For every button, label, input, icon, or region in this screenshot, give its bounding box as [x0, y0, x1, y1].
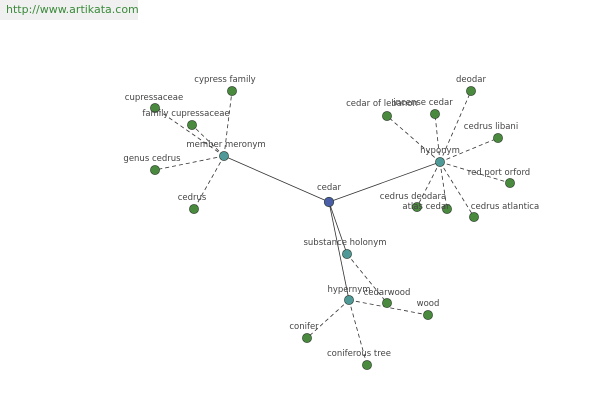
- graph-nodes: [150, 86, 515, 370]
- edge-hyponym-deodar: [439, 90, 472, 163]
- node-cedar[interactable]: [323, 196, 335, 208]
- node-substance-holonym[interactable]: [342, 249, 352, 259]
- node-hypernym[interactable]: [344, 295, 354, 305]
- node-deodar[interactable]: [466, 86, 476, 96]
- edge-hyponym-cedrus-atlantica: [439, 161, 475, 218]
- edge-member-meronym-genus-cedrus: [154, 155, 225, 171]
- label-incense-cedar: incense cedar: [393, 98, 453, 108]
- edge-hyponym-incense-cedar: [434, 113, 441, 163]
- node-cedarwood[interactable]: [382, 298, 392, 308]
- graph-labels: cypress family cupressaceae family cupress…: [123, 75, 539, 359]
- label-hypernym: hypernym: [327, 285, 370, 295]
- edge-hypernym-coniferous-tree: [348, 299, 368, 366]
- edge-member-meronym-cupressaceae: [154, 107, 225, 157]
- node-cedrus-atlantica[interactable]: [469, 212, 479, 222]
- edge-substance-holonym-cedarwood: [346, 253, 388, 304]
- label-genus-cedrus: genus cedrus: [123, 154, 181, 164]
- label-conifer: conifer: [289, 322, 319, 332]
- graph-edges: [154, 90, 511, 366]
- edge-hypernym-conifer: [306, 299, 350, 339]
- node-genus-cedrus[interactable]: [150, 165, 160, 175]
- node-red-port-orford[interactable]: [505, 178, 515, 188]
- label-substance-holonym: substance holonym: [303, 238, 386, 248]
- watermark-url: http://www.artikata.com: [6, 3, 139, 16]
- label-hyponym: hyponym: [420, 146, 460, 156]
- edge-cedar-hyponym: [328, 161, 441, 203]
- node-incense-cedar[interactable]: [430, 109, 440, 119]
- label-red-port-orford: red port orford: [468, 168, 530, 178]
- edge-hyponym-cedrus-libani: [439, 137, 499, 163]
- label-deodar: deodar: [456, 75, 486, 85]
- label-atlas-cedar: atlas cedar: [402, 202, 450, 212]
- label-family-cupressaceae: family cupressaceae: [142, 109, 229, 119]
- label-coniferous-tree: coniferous tree: [327, 349, 391, 359]
- node-member-meronym[interactable]: [219, 151, 229, 161]
- node-atlas-cedar[interactable]: [442, 204, 452, 214]
- label-cedar-of-lebanon: cedar of lebanon: [346, 99, 418, 109]
- node-family-cupressaceae[interactable]: [187, 120, 197, 130]
- edge-member-meronym-family-cupressaceae: [191, 124, 225, 157]
- label-cedrus-libani: cedrus libani: [464, 122, 518, 132]
- edge-cedar-member-meronym: [223, 155, 330, 203]
- edge-hyponym-cedar-of-lebanon: [386, 115, 441, 163]
- label-member-meronym: member meronym: [186, 140, 265, 150]
- label-cedrus-deodara: cedrus deodara: [380, 192, 446, 202]
- edge-member-meronym-cypress-family: [223, 90, 233, 157]
- label-cupressaceae: cupressaceae: [125, 93, 183, 103]
- label-cedrus: cedrus: [178, 193, 207, 203]
- edge-cedar-substance-holonym: [328, 201, 348, 255]
- node-conifer[interactable]: [302, 333, 312, 343]
- node-cedrus-libani[interactable]: [493, 133, 503, 143]
- edge-hyponym-red-port-orford: [439, 161, 511, 184]
- label-cedarwood: cedarwood: [364, 288, 411, 298]
- node-cedrus-deodara[interactable]: [412, 202, 422, 212]
- node-cedrus[interactable]: [189, 204, 199, 214]
- label-cypress-family: cypress family: [194, 75, 255, 85]
- watermark: http://www.artikata.com: [0, 0, 139, 20]
- label-cedrus-atlantica: cedrus atlantica: [471, 202, 539, 212]
- edge-hyponym-cedrus-deodara: [416, 161, 441, 208]
- node-wood[interactable]: [423, 310, 433, 320]
- node-hyponym[interactable]: [435, 157, 445, 167]
- edge-member-meronym-cedrus: [193, 155, 225, 210]
- node-cedar-of-lebanon[interactable]: [382, 111, 392, 121]
- node-cupressaceae[interactable]: [150, 103, 160, 113]
- edge-cedar-hypernym: [328, 201, 350, 301]
- label-wood: wood: [417, 299, 440, 309]
- label-cedar: cedar: [317, 183, 342, 193]
- edge-hyponym-atlas-cedar: [439, 161, 448, 210]
- node-coniferous-tree[interactable]: [362, 360, 372, 370]
- node-cypress-family[interactable]: [227, 86, 237, 96]
